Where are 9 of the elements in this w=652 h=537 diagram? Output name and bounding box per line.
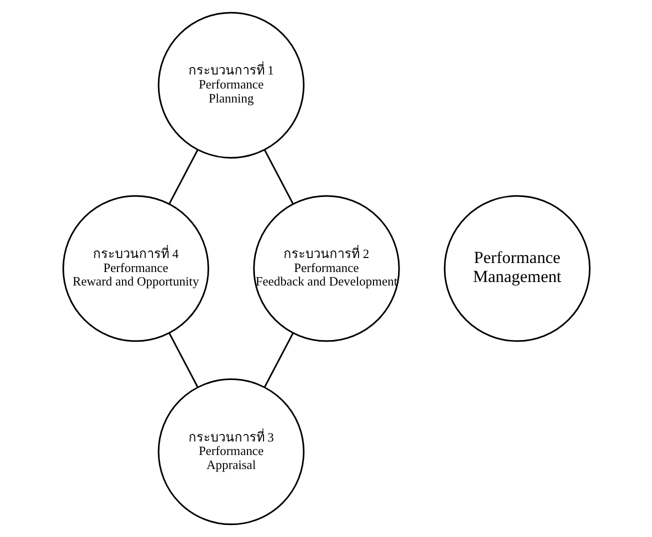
node-circle: กระบวนการที่ 2 Performance Feedback and Development <box>252 195 400 342</box>
connector <box>263 333 294 388</box>
connector <box>168 333 198 388</box>
node-circle: กระบวนการที่ 1 Performance Planning <box>157 12 304 159</box>
connector <box>264 150 294 204</box>
node-circle: กระบวนการที่ 4 Performance Reward and Opportunity <box>62 195 209 342</box>
connector <box>168 150 198 204</box>
node-circle: Performance Management <box>443 195 590 342</box>
node-circle: กระบวนการที่ 3 Performance Appraisal <box>157 378 304 526</box>
